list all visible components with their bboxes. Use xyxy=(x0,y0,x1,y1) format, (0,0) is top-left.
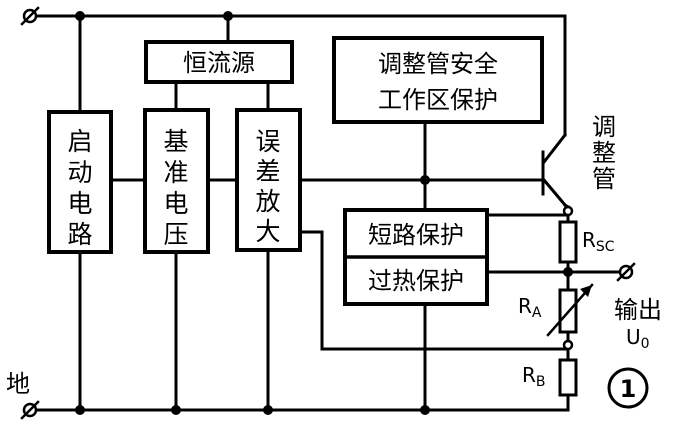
resistor-rb xyxy=(558,358,578,397)
output-voltage-symbol: U0 xyxy=(626,325,650,352)
current-source-label: 恒流源 xyxy=(183,49,255,77)
figure-number: 1 xyxy=(620,375,637,403)
reference-voltage-block: 基准电压 xyxy=(143,108,210,254)
startup-circuit-block: 启动电路 xyxy=(47,110,113,254)
ground-terminal xyxy=(20,400,40,420)
output-label: 输出 xyxy=(614,296,662,324)
error-amplifier-block: 误差放大 xyxy=(235,108,302,252)
startup-label: 启动电路 xyxy=(67,127,92,249)
figure-number-badge: 1 xyxy=(607,367,649,409)
protection-block: 短路保护 过热保护 xyxy=(343,208,489,306)
ground-label: 地 xyxy=(6,370,30,398)
current-source-block: 恒流源 xyxy=(144,40,294,84)
emitter-node xyxy=(562,205,574,217)
resistor-ra xyxy=(546,283,594,337)
safe-operating-area-block: 调整管安全 工作区保护 xyxy=(332,36,544,124)
variable-arrow-icon xyxy=(580,285,592,297)
rb-label: RB xyxy=(522,363,546,390)
feedback-node xyxy=(562,339,574,351)
safety-label-line1: 调整管安全 xyxy=(378,50,498,78)
junction-dots xyxy=(75,11,573,415)
overheat-label: 过热保护 xyxy=(368,267,464,295)
rsc-label: RSC xyxy=(582,228,615,255)
transistor-label: 调整管 xyxy=(592,113,616,193)
error-amp-label: 误差放大 xyxy=(255,127,280,246)
short-circuit-label: 短路保护 xyxy=(368,221,464,249)
output-terminal xyxy=(616,262,636,282)
safety-label-line2: 工作区保护 xyxy=(378,86,498,114)
input-terminal xyxy=(20,6,40,26)
resistor-rsc xyxy=(558,220,578,264)
reference-label: 基准电压 xyxy=(163,127,188,249)
ra-label: RA xyxy=(518,294,542,321)
